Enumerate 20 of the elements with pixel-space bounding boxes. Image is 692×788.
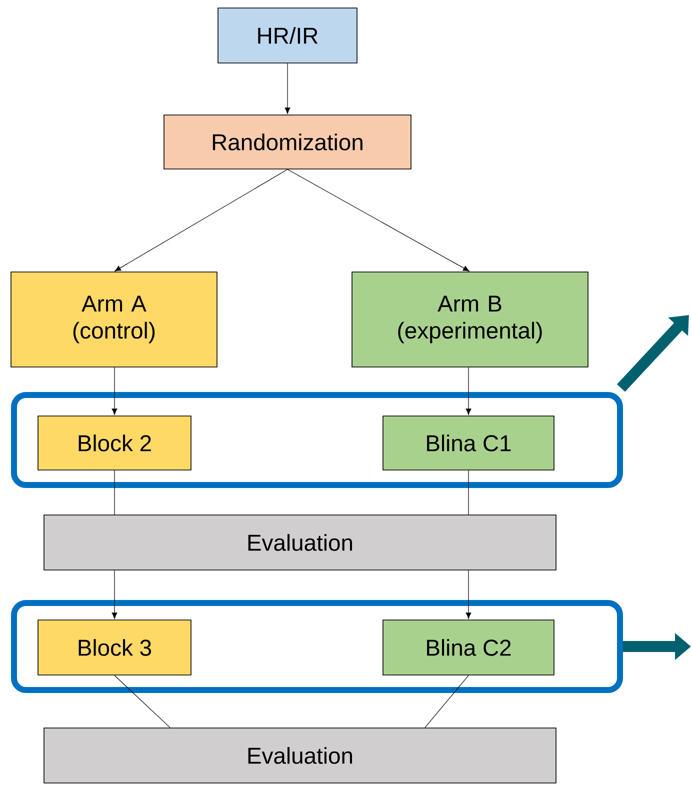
arrow (466, 570, 472, 619)
group-frame (11, 392, 623, 488)
arrow (466, 367, 472, 415)
process-box: Block 2 (38, 416, 192, 470)
arrow (287, 169, 470, 272)
process-box: Randomization (164, 114, 412, 170)
arrow (112, 367, 118, 415)
arrow (284, 63, 290, 114)
process-box: Evaluation (44, 728, 556, 784)
arrow (616, 315, 689, 392)
process-box: Blina C1 (382, 416, 554, 470)
process-box: Block 3 (38, 620, 192, 676)
group-frame (11, 600, 623, 693)
arrow (112, 570, 118, 619)
arrow (114, 169, 288, 272)
process-box: HR/IR (218, 8, 358, 64)
process-box: Evaluation (44, 514, 556, 570)
process-box: Arm A (control) (10, 272, 218, 368)
process-box: Arm B (experimental) (352, 272, 588, 368)
process-box: Blina C2 (382, 620, 554, 676)
